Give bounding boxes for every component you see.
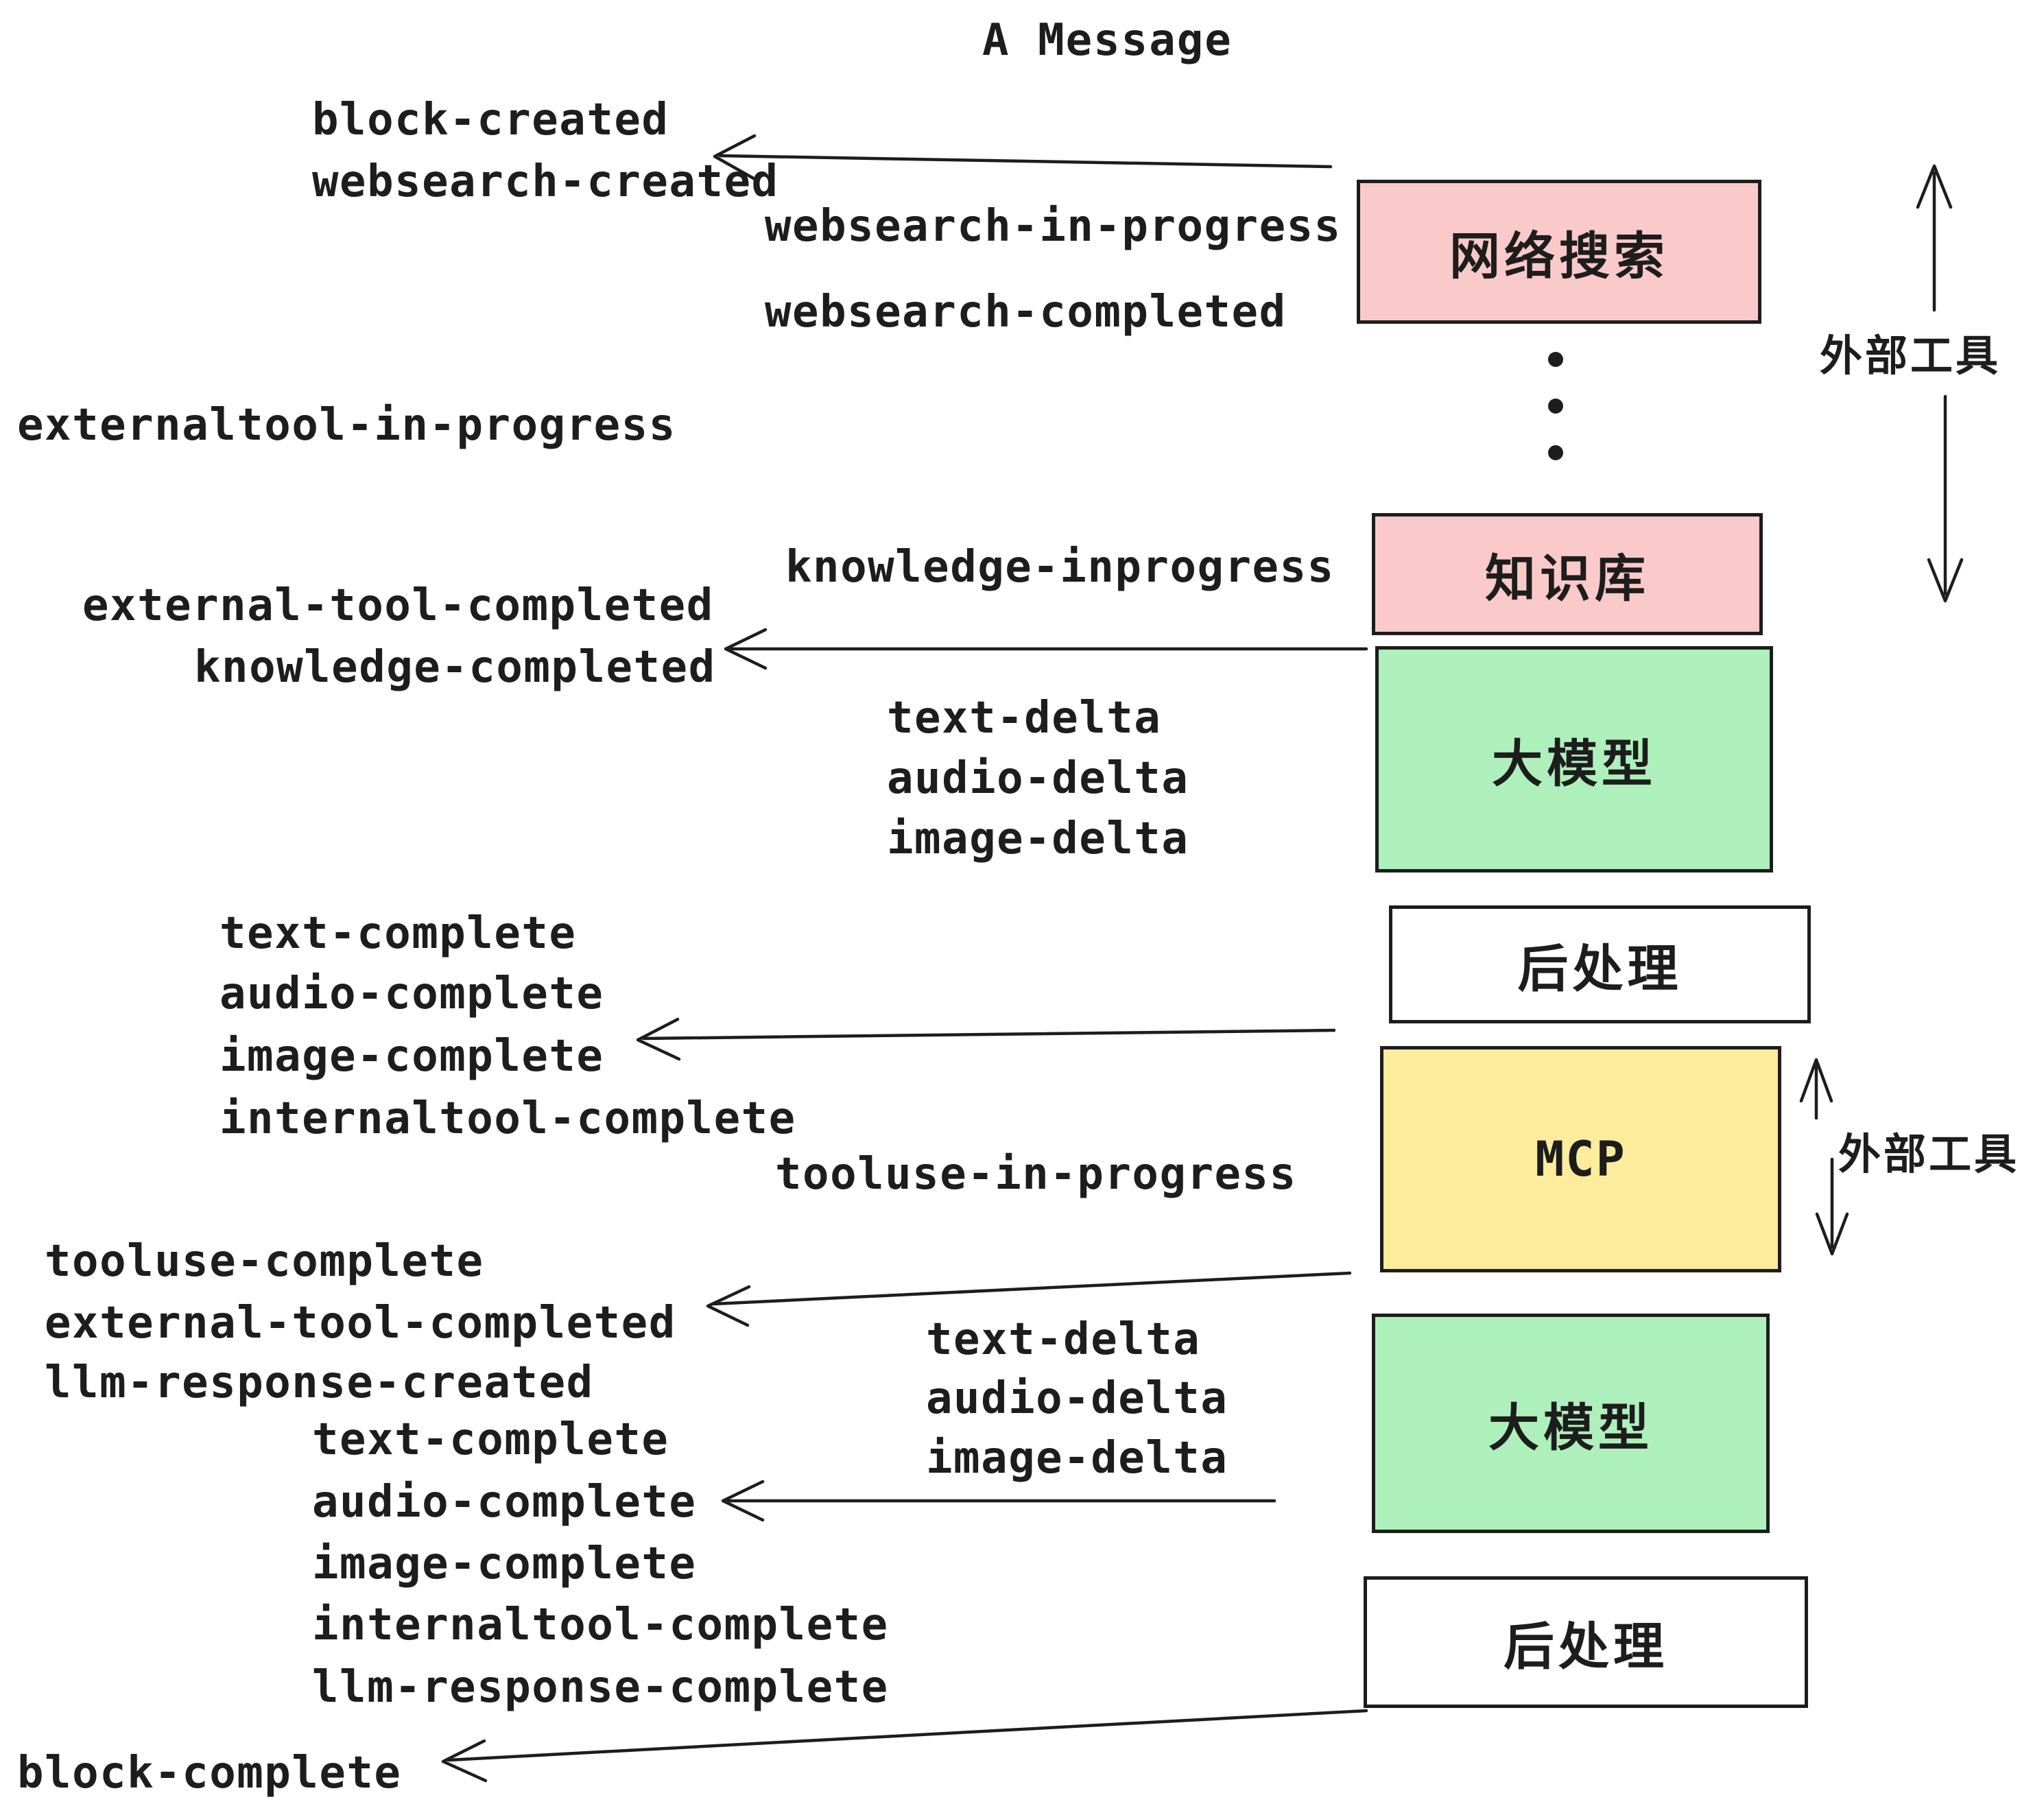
event-label-externaltool-in-progress: externaltool-in-progress <box>17 400 676 451</box>
event-label-knowledge-inprogress: knowledge-inprogress <box>785 542 1335 593</box>
page-title: A Message <box>982 15 1233 66</box>
box-llm-2: 大模型 <box>1372 1314 1770 1533</box>
event-label-image-complete-2: image-complete <box>312 1539 697 1589</box>
event-label-websearch-completed: websearch-completed <box>765 287 1287 337</box>
box-llm-1-label: 大模型 <box>1492 734 1656 794</box>
event-label-llm-response-complete: llm-response-complete <box>312 1662 889 1713</box>
box-llm-1: 大模型 <box>1375 646 1773 873</box>
external-tools-label-mcp: 外部工具 <box>1838 1129 2020 1179</box>
event-label-block-created: block-created <box>312 95 669 145</box>
event-label-internaltool-complete-2: internaltool-complete <box>312 1600 889 1650</box>
external-tools-down-arrow-top <box>1927 394 1964 603</box>
arrow-to-image-complete <box>636 1017 1336 1061</box>
arrow-to-block-complete <box>441 1709 1368 1783</box>
event-label-external-tool-completed-2: external-tool-completed <box>45 1298 676 1349</box>
box-websearch: 网络搜索 <box>1357 180 1761 324</box>
ellipsis-dots <box>1548 352 1563 460</box>
event-label-tooluse-complete: tooluse-complete <box>45 1236 484 1287</box>
event-label-internaltool-complete-1: internaltool-complete <box>219 1093 796 1144</box>
box-knowledge: 知识库 <box>1372 513 1763 635</box>
external-tools-label-top: 外部工具 <box>1820 331 2001 381</box>
box-postprocess-1: 后处理 <box>1389 905 1811 1023</box>
event-label-external-tool-completed-1: external-tool-completed <box>82 580 714 631</box>
event-label-audio-delta-2: audio-delta <box>926 1373 1228 1424</box>
arrow-to-block-created <box>713 134 1333 182</box>
event-label-image-delta-2: image-delta <box>926 1433 1228 1484</box>
event-label-websearch-in-progress: websearch-in-progress <box>765 201 1342 252</box>
event-label-tooluse-in-progress: tooluse-in-progress <box>775 1149 1297 1200</box>
external-tools-up-arrow-top <box>1916 164 1953 312</box>
event-label-image-complete-1: image-complete <box>219 1031 604 1082</box>
box-postprocess-1-label: 后处理 <box>1517 939 1683 999</box>
box-websearch-label: 网络搜索 <box>1449 226 1669 286</box>
box-mcp: MCP <box>1380 1046 1781 1272</box>
box-knowledge-label: 知识库 <box>1485 549 1650 608</box>
arrow-to-knowledge-completed <box>724 628 1368 670</box>
event-label-image-delta-1: image-delta <box>887 814 1189 864</box>
event-label-audio-complete-1: audio-complete <box>219 969 604 1019</box>
event-label-text-complete-1: text-complete <box>219 908 577 959</box>
event-label-text-delta-2: text-delta <box>926 1314 1201 1365</box>
event-label-text-delta-1: text-delta <box>887 693 1162 744</box>
event-label-block-complete: block-complete <box>17 1748 402 1799</box>
event-label-websearch-created: websearch-created <box>312 156 779 207</box>
event-label-audio-delta-1: audio-delta <box>887 753 1189 804</box>
box-mcp-label: MCP <box>1535 1131 1626 1187</box>
event-label-llm-response-created: llm-response-created <box>45 1357 594 1408</box>
event-label-audio-complete-2: audio-complete <box>312 1477 697 1528</box>
box-llm-2-label: 大模型 <box>1488 1398 1653 1458</box>
arrow-to-audio-complete <box>721 1480 1276 1522</box>
box-postprocess-2-label: 后处理 <box>1504 1617 1668 1676</box>
external-tools-down-arrow-mcp <box>1815 1157 1849 1256</box>
box-postprocess-2: 后处理 <box>1364 1576 1808 1708</box>
external-tools-up-arrow-mcp <box>1799 1058 1833 1120</box>
arrow-to-tooluse-complete <box>706 1271 1352 1327</box>
event-label-knowledge-completed: knowledge-completed <box>194 642 716 693</box>
event-label-text-complete-2: text-complete <box>312 1414 669 1465</box>
